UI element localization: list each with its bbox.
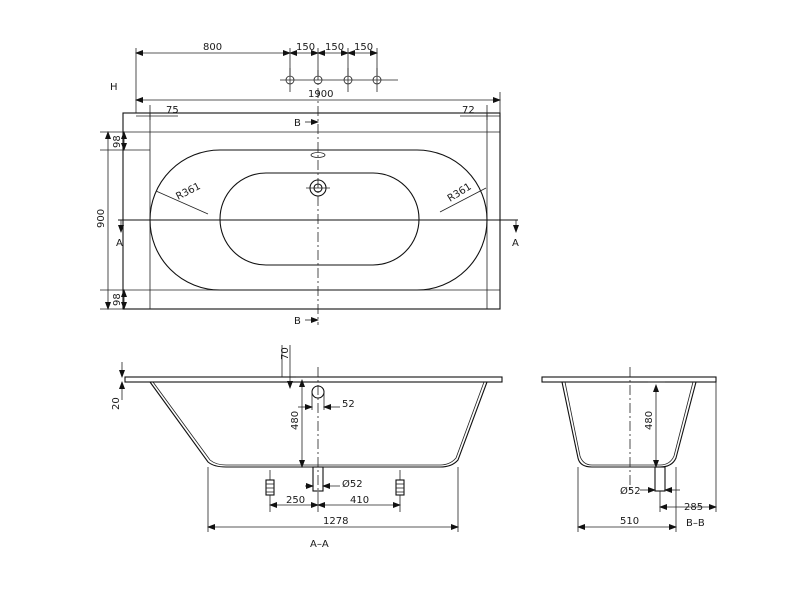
rim-profile xyxy=(124,376,503,383)
dim-1900: 1900 xyxy=(308,89,333,100)
dim-52: 52 xyxy=(342,399,355,410)
rim-profile xyxy=(541,376,717,383)
height-label: H xyxy=(110,82,118,93)
dim-98-top: 98 xyxy=(112,135,123,148)
dim-900: 900 xyxy=(96,209,107,228)
basin-floor-oval xyxy=(219,172,420,266)
dim-phi52: Ø52 xyxy=(342,478,363,490)
dim-70: 70 xyxy=(280,347,291,360)
dim-480: 480 xyxy=(290,411,301,430)
dim-1278: 1278 xyxy=(323,516,348,527)
overflow-slot xyxy=(310,152,326,158)
dim-410: 410 xyxy=(350,495,369,506)
section-mark-a-right: A xyxy=(512,238,519,249)
section-mark-b-top: B xyxy=(294,118,301,129)
section-bb-title: B–B xyxy=(686,518,705,529)
dim-20: 20 xyxy=(111,397,122,410)
dim-800: 800 xyxy=(203,42,222,53)
section-mark-b-bottom: B xyxy=(294,316,301,327)
dim-150: 150 xyxy=(354,42,373,53)
dim-phi52: Ø52 xyxy=(620,485,641,497)
tub-outer-rim xyxy=(122,112,501,310)
adjustable-foot xyxy=(395,470,405,496)
drain-pipe xyxy=(654,466,666,492)
section-aa-view: 70 20 52 480 Ø52 250 410 1278 A–A xyxy=(111,345,503,550)
radius-left: R361 xyxy=(174,181,202,203)
plan-view: H 800 150 150 150 1900 75 72 B B xyxy=(96,42,519,327)
radius-right: R361 xyxy=(446,181,474,204)
tap-hole xyxy=(313,75,323,85)
tub-body-profile xyxy=(561,381,697,468)
dim-285: 285 xyxy=(684,502,703,513)
dim-150: 150 xyxy=(296,42,315,53)
dim-250: 250 xyxy=(286,495,305,506)
tub-body-profile xyxy=(149,381,488,468)
adjustable-foot xyxy=(265,470,275,496)
dim-75: 75 xyxy=(166,105,179,116)
section-aa-title: A–A xyxy=(310,539,329,550)
section-bb-view: 480 Ø52 285 510 B–B xyxy=(541,367,717,532)
drain-pipe xyxy=(312,466,324,492)
dim-72: 72 xyxy=(462,105,475,116)
section-mark-a-left: A xyxy=(116,238,123,249)
dim-510: 510 xyxy=(620,516,639,527)
tap-holes xyxy=(280,68,398,92)
dim-98-bottom: 98 xyxy=(112,293,123,306)
dim-480: 480 xyxy=(644,411,655,430)
dim-150: 150 xyxy=(325,42,344,53)
